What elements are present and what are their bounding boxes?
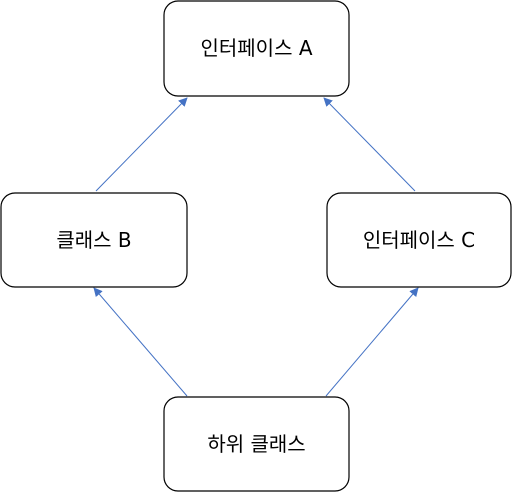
edge-subclass-to-interface-c: [325, 287, 419, 397]
node-interface-a-label: 인터페이스 A: [200, 36, 312, 60]
node-subclass-box: [163, 396, 350, 492]
node-subclass: 하위 클래스: [163, 396, 350, 492]
node-interface-a-box: [163, 0, 350, 97]
node-interface-c-label: 인터페이스 C: [363, 228, 475, 252]
node-class-b: 클래스 B: [0, 192, 188, 288]
edge-class-b-to-interface-a: [95, 97, 188, 192]
edge-subclass-to-class-b: [93, 287, 188, 397]
edge-interface-c-to-interface-a: [323, 97, 416, 192]
edges: [93, 97, 419, 397]
node-interface-c-box: [326, 192, 512, 288]
node-class-b-box: [0, 192, 188, 288]
node-interface-c: 인터페이스 C: [326, 192, 512, 288]
node-interface-a: 인터페이스 A: [163, 0, 350, 97]
node-subclass-label: 하위 클래스: [207, 432, 305, 456]
node-class-b-label: 클래스 B: [56, 228, 131, 252]
